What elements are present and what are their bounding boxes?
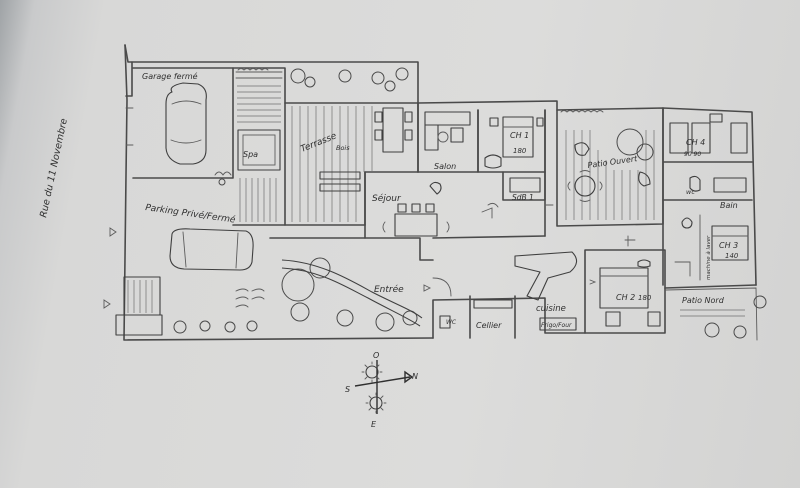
ch1-bed-label: 180 [513,147,527,155]
salon-label: Salon [434,162,456,171]
hedge-top [290,67,409,92]
terrasse-sub-label: Bois [336,144,350,152]
terrasse-label: Terrasse [299,131,338,155]
cellier-label: Cellier [476,321,502,330]
machine-label: machine à laver [705,235,712,280]
ch3-label: CH 3 [719,241,738,250]
cuisine-label: cuisine [536,304,566,314]
wc-label: wc [686,188,695,196]
ch2-bed-label: 180 [638,294,652,302]
street-label: Rue du 11 Novembre [38,117,70,218]
patio-nord: Patio Nord [665,287,767,341]
sdb1-label: SdB 1 [512,193,534,202]
patio-nord-label: Patio Nord [682,296,725,305]
ch3-bed-label: 140 [725,252,739,260]
ch4-label: CH 4 [686,138,705,147]
east-wing: CH 4 90 90 wc Bain CH 3 140 machine à la… [662,107,753,286]
compass-east: E [371,420,377,429]
compass-south: S [345,385,350,394]
bain-label: Bain [720,201,738,210]
bedroom-2: CH 2 180 [584,249,666,334]
garage-label: Garage fermé [142,71,198,81]
ch1-label: CH 1 [510,131,529,140]
garage: Garage fermé [125,67,234,179]
entree-label: Entrée [374,284,404,295]
kitchen-zone: Entrée WC Cellier cuisine Frigo/Four [374,235,636,339]
sejour-label: Séjour [372,193,402,204]
compass-rose: N S E O [345,351,418,429]
patio-ouvert-label: Patio Ouvert [587,154,639,170]
spa-zone: Spa [232,67,286,226]
bedroom-1: CH 1 180 SdB 1 [477,109,554,237]
frigo-label: Frigo/Four [541,322,572,329]
living-room: Salon Séjour [364,102,546,261]
compass-west: O [373,351,379,360]
compass-north: N [412,372,418,381]
outer-walls [123,44,757,341]
parking-label: Parking Privé/Fermé [145,202,237,226]
wc2-label: WC [446,319,457,326]
patio-ouvert: Patio Ouvert [556,107,664,227]
ch4-bed-label: 90 90 [684,151,701,158]
ch2-label: CH 2 [616,293,635,302]
garden [269,224,423,332]
spa-label: Spa [243,150,258,159]
